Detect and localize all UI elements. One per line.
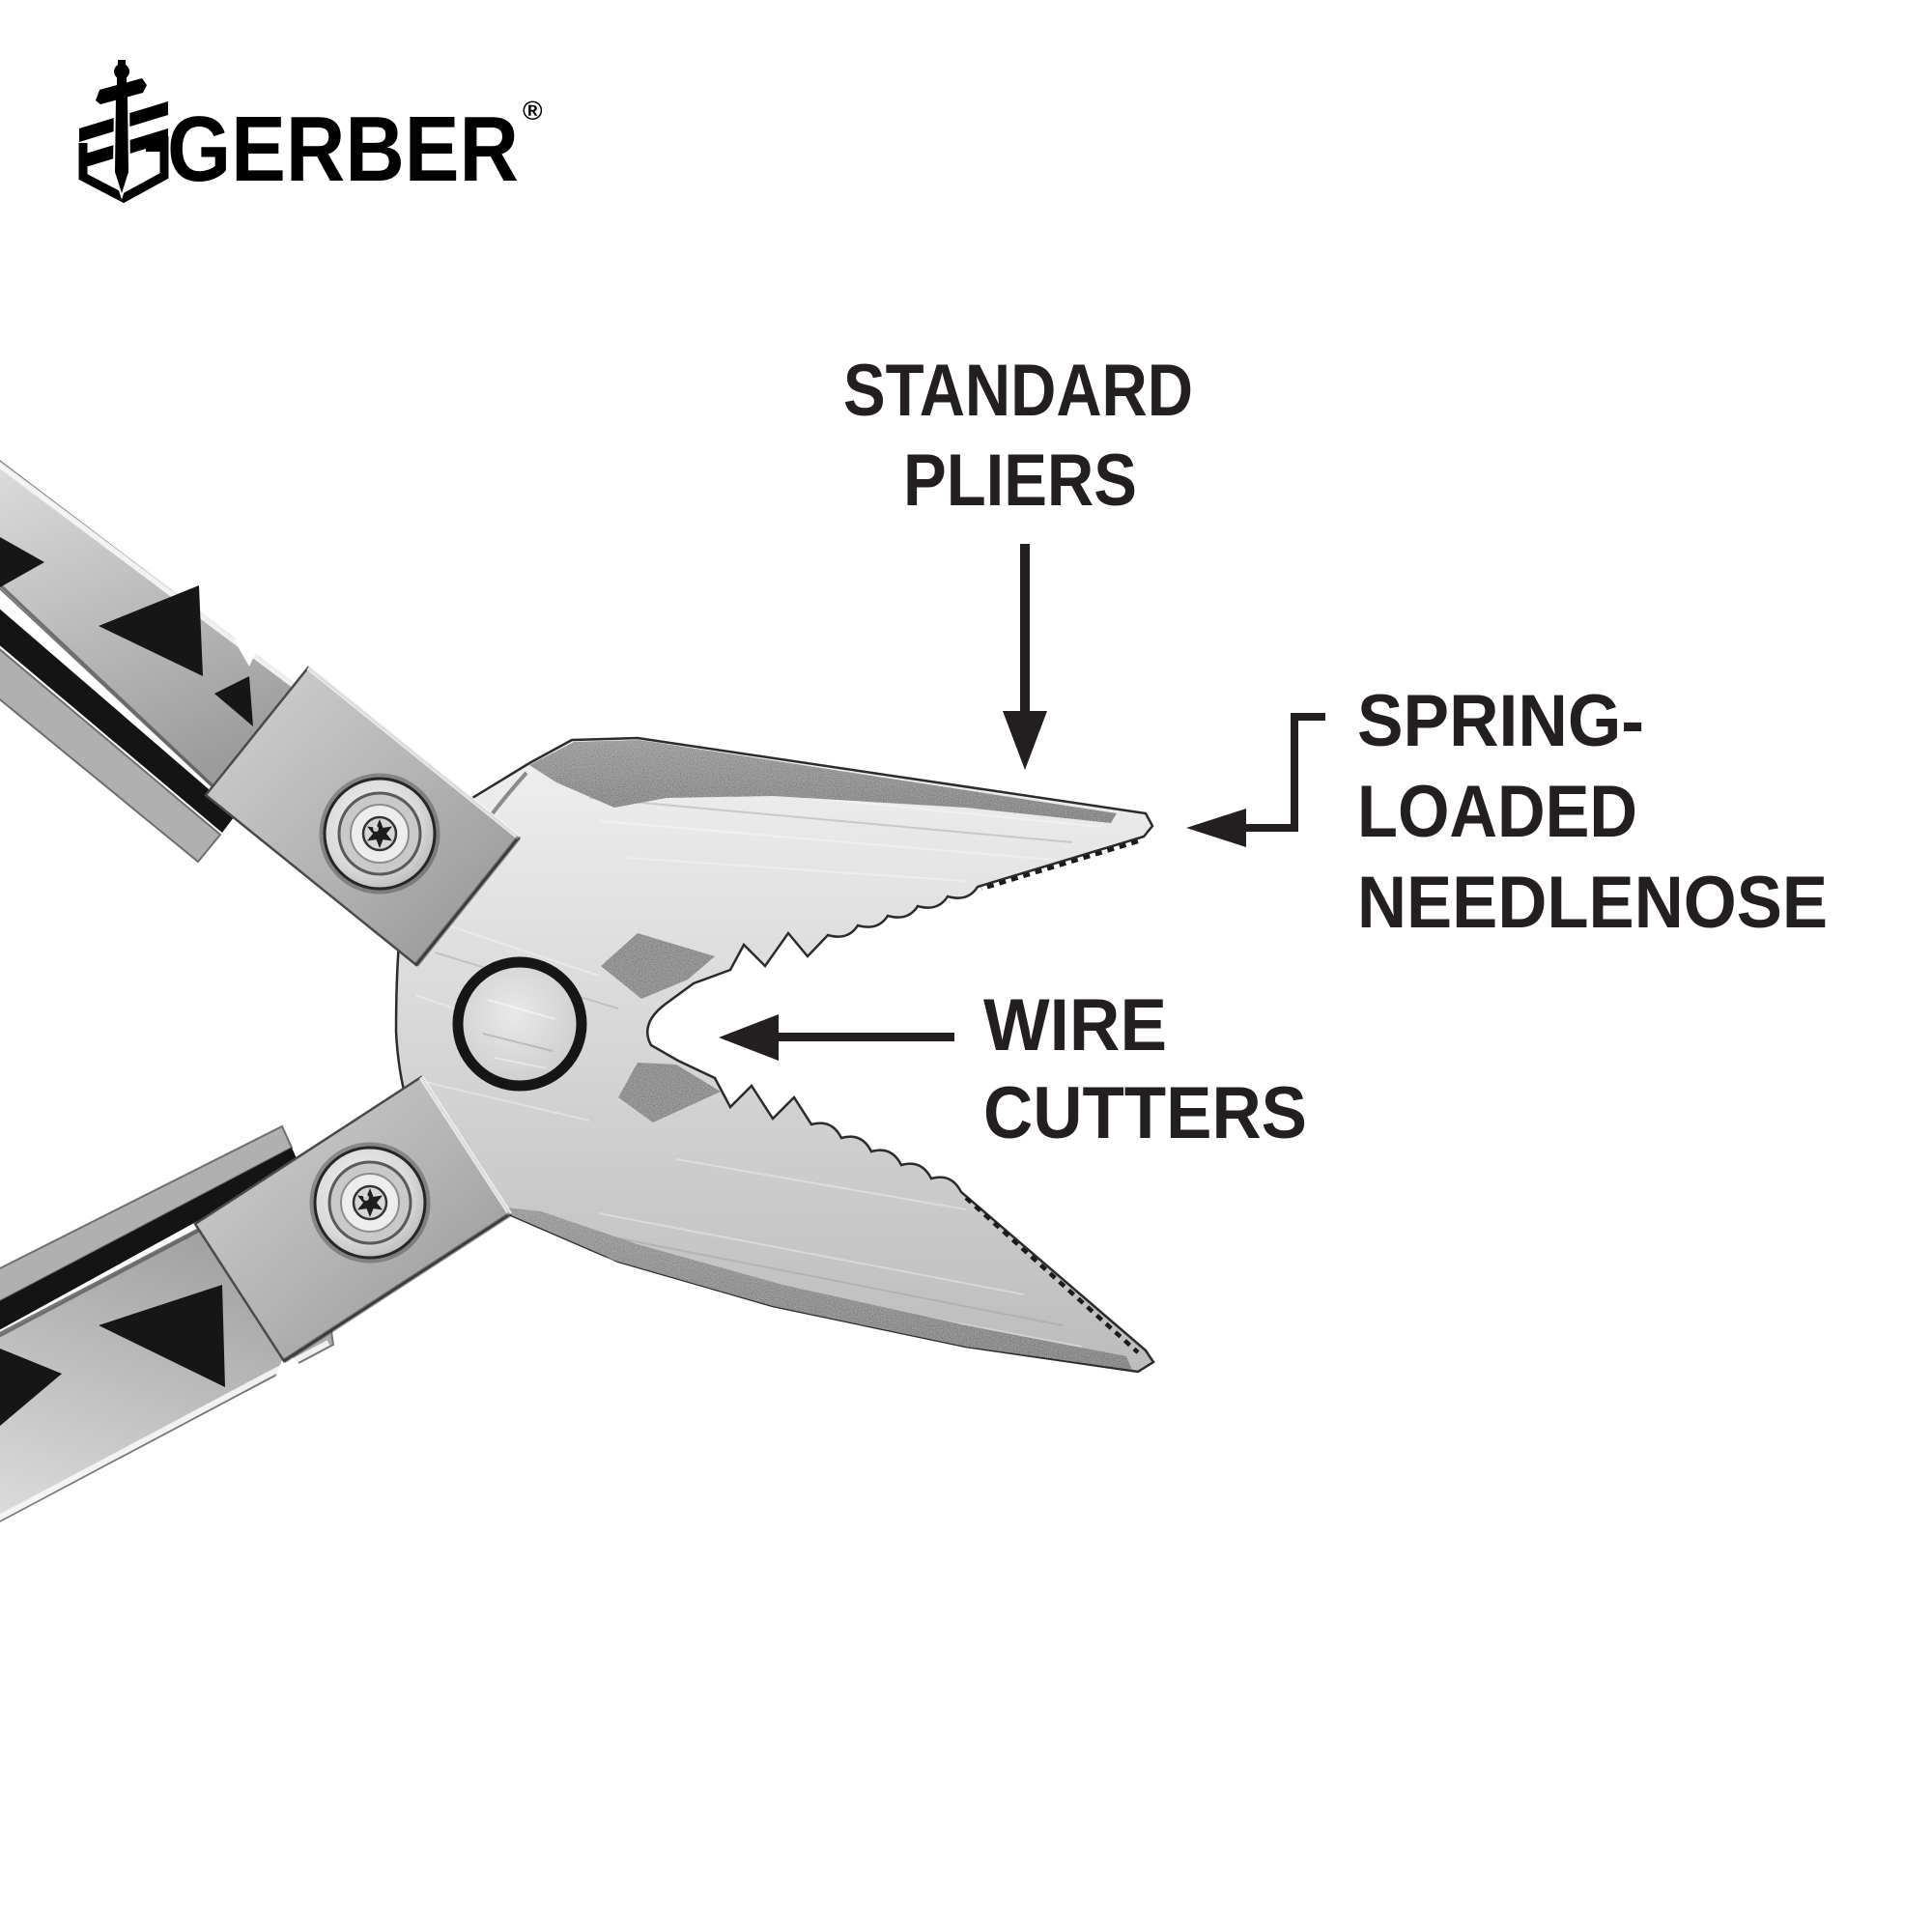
standard-pliers-label-line2: PLIERS	[903, 440, 1137, 522]
gerber-wordmark: GERBER	[167, 98, 519, 201]
handle-cutout	[99, 585, 203, 676]
standard-pliers-label-line1: STANDARD	[843, 350, 1193, 432]
callout-spring-loaded-needlenose: SPRING- LOADED NEEDLENOSE	[1186, 680, 1828, 944]
gerber-shield-sword-icon	[78, 60, 169, 204]
left-arrow-icon	[719, 1014, 954, 1061]
handle-cutout	[214, 676, 253, 726]
upper-cutter-block	[601, 933, 715, 999]
pliers-illustration	[0, 460, 1155, 1522]
needlenose-label-line1: SPRING-	[1357, 680, 1644, 762]
jaw-inlays	[489, 740, 1132, 1370]
registered-mark: ®	[523, 96, 543, 126]
needlenose-label-line3: NEEDLENOSE	[1357, 862, 1828, 944]
lower-fine-serrations	[964, 1196, 1140, 1354]
wire-cutters-label-line2: CUTTERS	[983, 1072, 1307, 1154]
upper-fine-serrations	[980, 838, 1139, 892]
pivot-boss	[452, 956, 587, 1092]
upper-torx-screw	[319, 773, 440, 895]
callout-wire-cutters: WIRE CUTTERS	[719, 984, 1307, 1154]
handle-notch	[274, 1350, 301, 1379]
handle-cutout	[0, 1349, 62, 1426]
upper-jaw-top-inlay	[529, 740, 1117, 823]
callout-standard-pliers: STANDARD PLIERS	[843, 350, 1193, 770]
left-elbow-arrow-icon	[1186, 713, 1325, 847]
handle-cutout	[99, 1285, 225, 1387]
lower-cutter-block	[618, 1063, 721, 1122]
lower-torx-screw	[309, 1142, 431, 1264]
handle-notch	[234, 634, 265, 667]
wire-cutters-label-line1: WIRE	[983, 984, 1167, 1066]
lower-handle-back-plate	[0, 1124, 299, 1330]
handle-cutout	[0, 537, 44, 587]
down-arrow-icon	[1003, 544, 1047, 770]
upper-handle	[0, 460, 301, 811]
upper-handle-back-plate	[0, 609, 237, 864]
logo-group: GERBER ®	[78, 60, 543, 204]
jaw-assembly	[394, 736, 1155, 1374]
lower-jaw-bottom-inlay	[489, 1206, 1132, 1370]
needlenose-label-line2: LOADED	[1357, 771, 1637, 853]
